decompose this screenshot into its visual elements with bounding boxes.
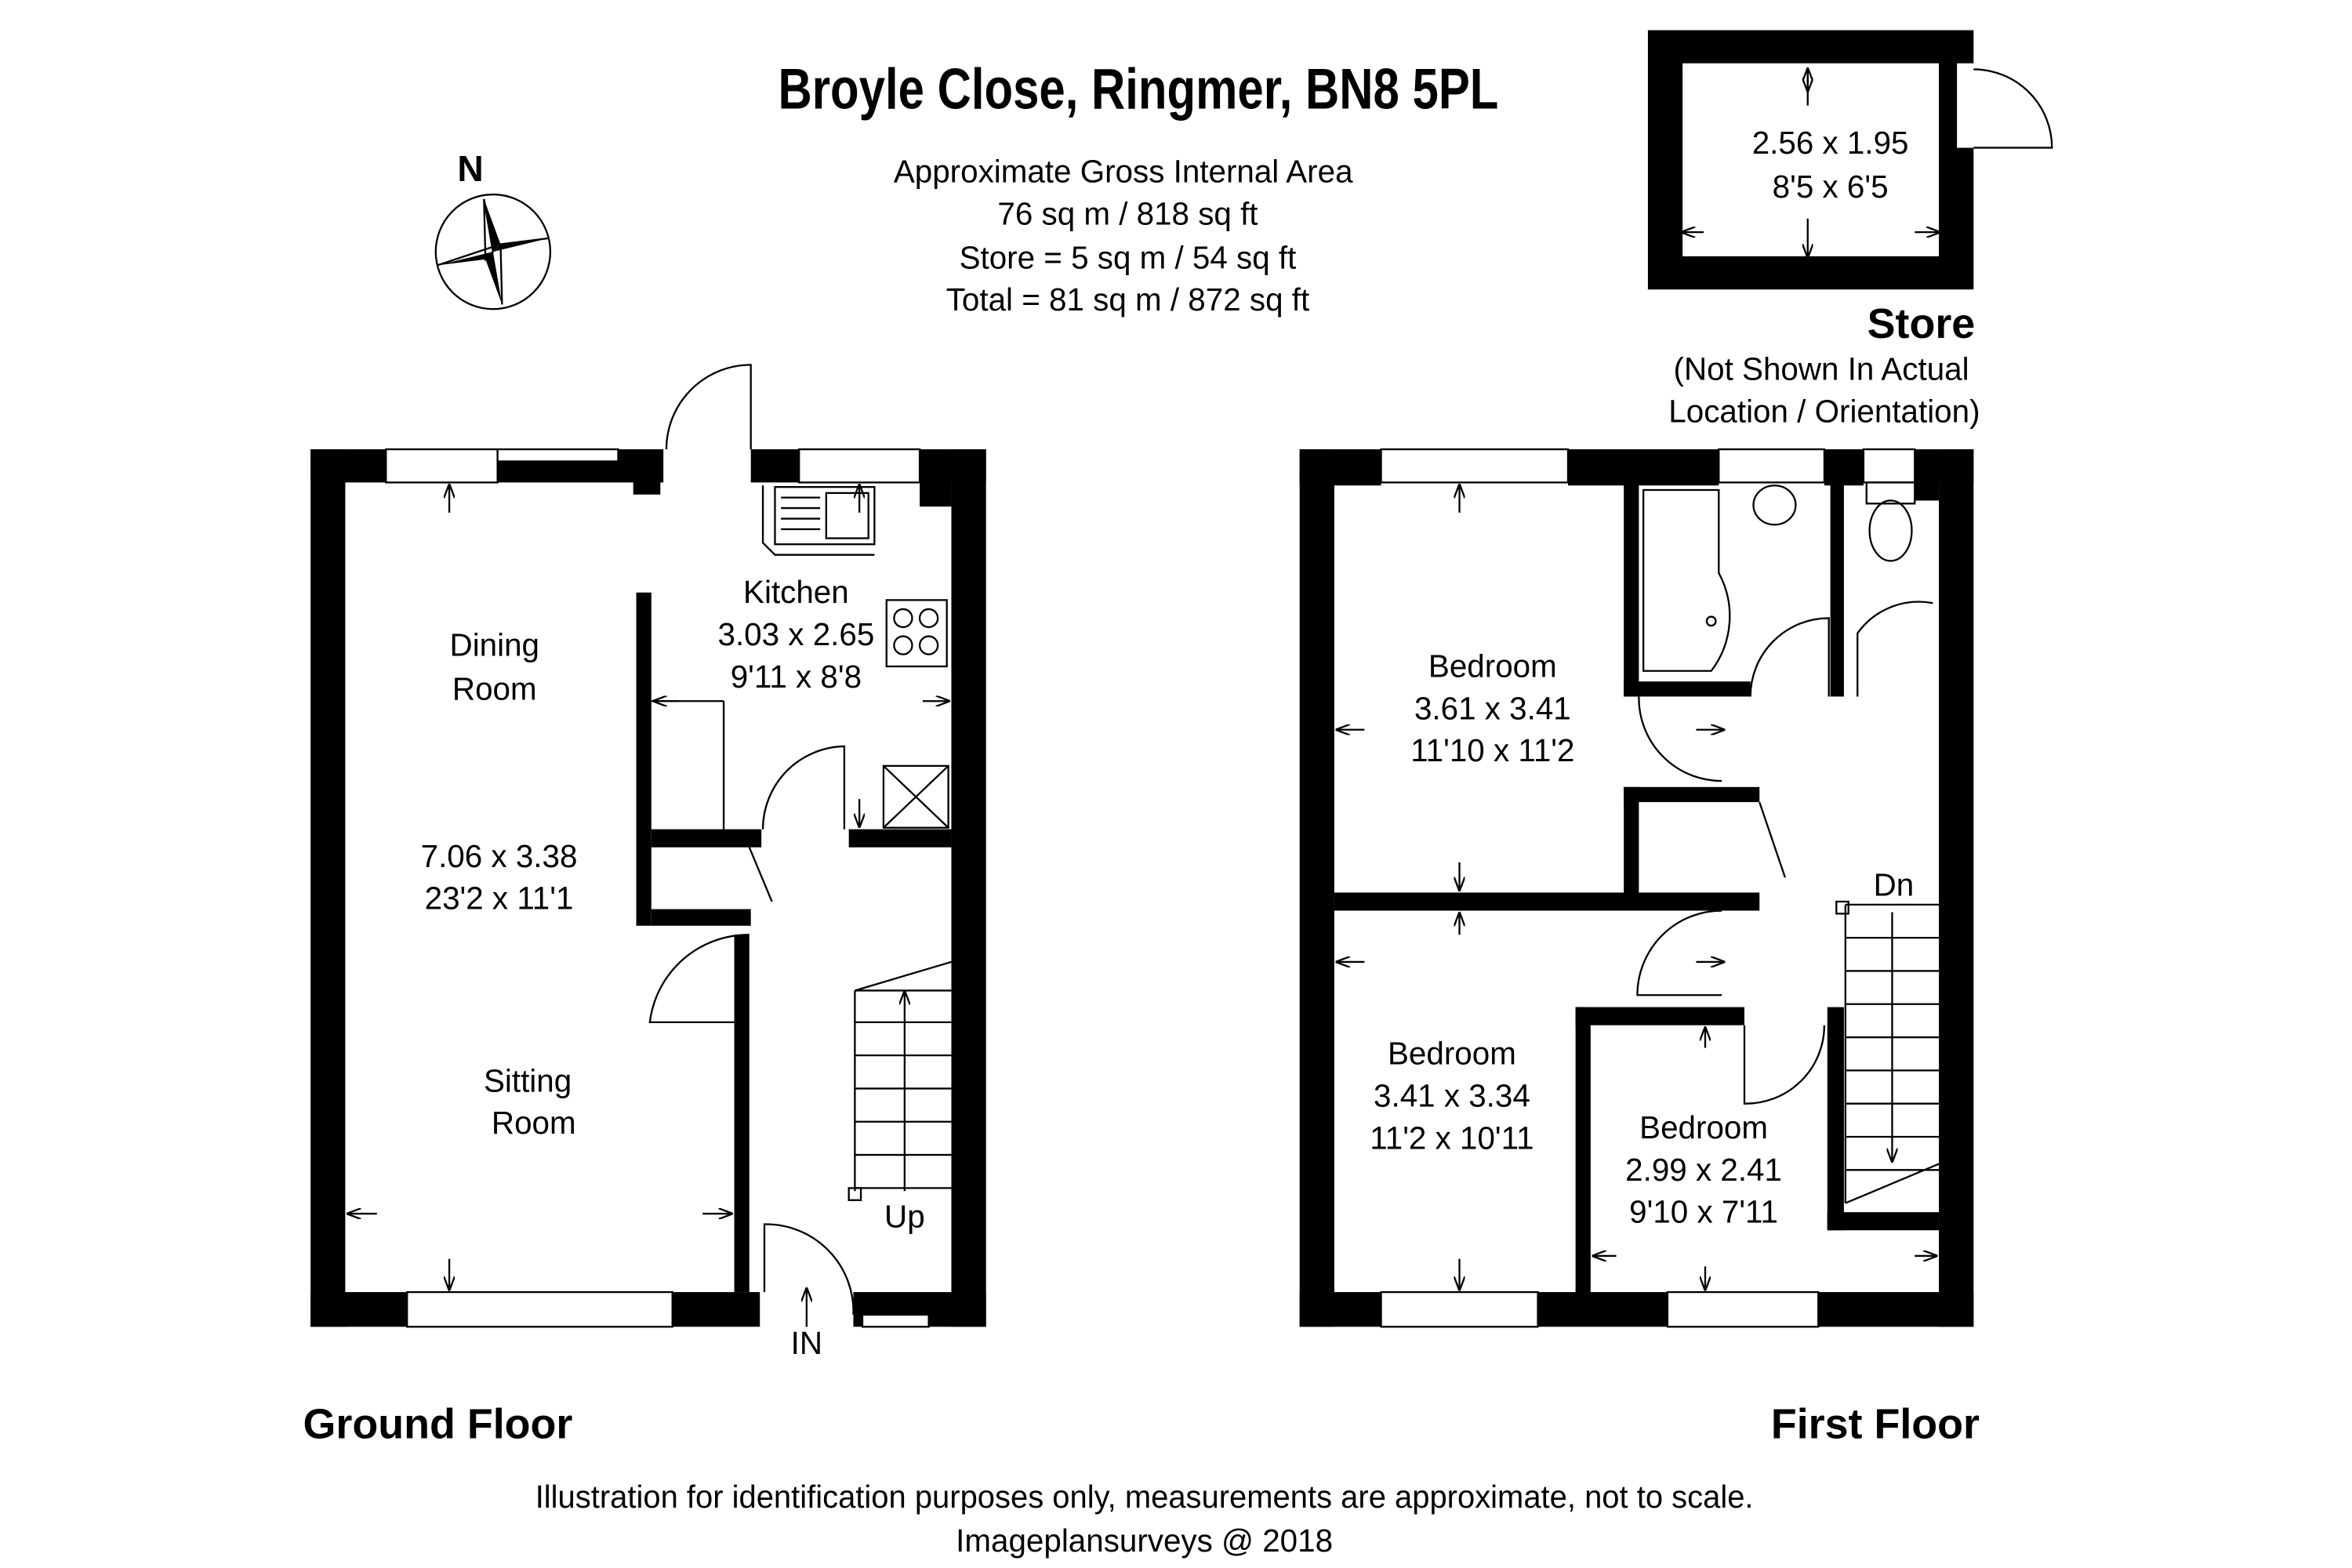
living-dims-ft: 23'2 x 11'1	[425, 880, 574, 916]
ground-floor-label: Ground Floor	[303, 1401, 573, 1448]
area-line-4: Total = 81 sq m / 872 sq ft	[946, 281, 1309, 318]
dining-room-name-2: Room	[452, 670, 537, 706]
dining-room-name-1: Dining	[450, 627, 539, 663]
first-floor-label: First Floor	[1771, 1401, 1980, 1448]
store-note-1: (Not Shown In Actual	[1674, 351, 1969, 387]
store-note-2: Location / Orientation)	[1668, 393, 1980, 429]
property-title: Broyle Close, Ringmer, BN8 5PL	[778, 58, 1498, 122]
disclaimer: Illustration for identification purposes…	[535, 1479, 1754, 1515]
bedroom-1-dims-ft: 11'10 x 11'2	[1410, 732, 1574, 768]
compass-rose-icon: N	[434, 148, 552, 310]
area-line-2: 76 sq m / 818 sq ft	[997, 196, 1258, 232]
stairs-up-label: Up	[884, 1198, 925, 1234]
credit: Imageplansurveys @ 2018	[956, 1523, 1333, 1559]
kitchen-dims-m: 3.03 x 2.65	[717, 616, 874, 652]
area-line-1: Approximate Gross Internal Area	[894, 154, 1353, 190]
bedroom-3-dims-ft: 9'10 x 7'11	[1629, 1194, 1778, 1230]
bedroom-2-dims-m: 3.41 x 3.34	[1374, 1078, 1530, 1114]
compass-north-label: N	[457, 148, 483, 189]
bedroom-1-dims-m: 3.61 x 3.41	[1414, 690, 1571, 726]
area-line-3: Store = 5 sq m / 54 sq ft	[960, 239, 1297, 275]
first-floor-plan	[1299, 448, 1974, 1328]
sitting-room-name-1: Sitting	[484, 1062, 572, 1098]
store-plan: 2.56 x 1.95 8'5 x 6'5	[1647, 30, 2053, 290]
bedroom-3-name: Bedroom	[1639, 1109, 1768, 1145]
bedroom-2-dims-ft: 11'2 x 10'11	[1370, 1120, 1534, 1156]
living-dims-m: 7.06 x 3.38	[421, 838, 578, 874]
ground-floor-plan	[310, 364, 986, 1328]
kitchen-name: Kitchen	[743, 574, 849, 610]
store-label: Store	[1867, 300, 1976, 347]
stairs-down-label: Dn	[1874, 866, 1915, 902]
store-dims-ft: 8'5 x 6'5	[1773, 169, 1889, 205]
kitchen-dims-ft: 9'11 x 8'8	[731, 659, 862, 695]
store-dims-m: 2.56 x 1.95	[1752, 125, 1909, 161]
bedroom-2-name: Bedroom	[1388, 1036, 1516, 1072]
bedroom-1-name: Bedroom	[1428, 648, 1557, 684]
entrance-label: IN	[791, 1325, 822, 1361]
sitting-room-name-2: Room	[492, 1105, 576, 1141]
bedroom-3-dims-m: 2.99 x 2.41	[1625, 1152, 1782, 1188]
